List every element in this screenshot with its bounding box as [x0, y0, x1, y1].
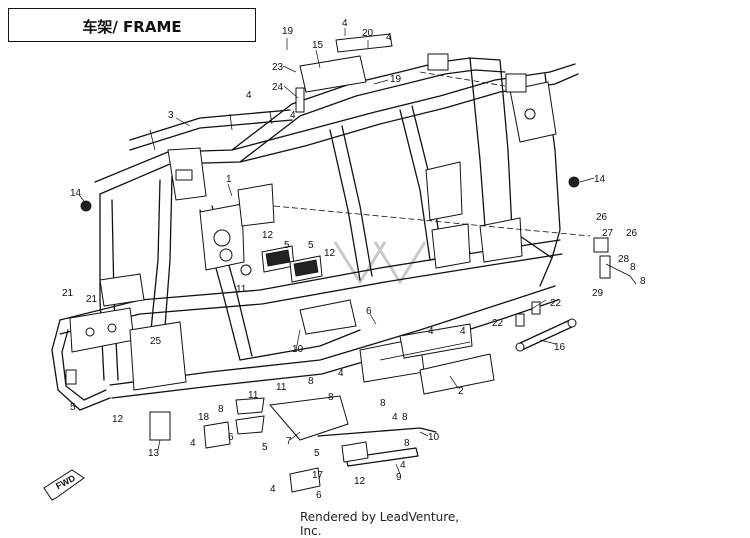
callout: 24	[272, 82, 284, 93]
callout: 11	[236, 284, 247, 295]
callout: 22	[492, 318, 504, 329]
lower-brackets	[299, 299, 495, 395]
callout: 6	[316, 490, 322, 501]
callout: 9	[396, 472, 402, 483]
callout: 4	[392, 412, 398, 423]
callout: 8	[218, 404, 224, 415]
callout: 12	[262, 230, 274, 241]
callout: 27	[602, 228, 614, 239]
callout: 10	[292, 344, 304, 355]
callout: 3	[168, 110, 174, 121]
callout: 21	[62, 288, 74, 299]
callout: 18	[198, 412, 210, 423]
callout: 5	[262, 442, 268, 453]
callout: 16	[554, 342, 566, 353]
callout: 8	[630, 262, 636, 273]
callout: 4	[290, 110, 296, 121]
callout: 14	[70, 188, 82, 199]
callout: 12	[324, 248, 336, 259]
callout: 7	[286, 436, 292, 447]
callout: 8	[404, 438, 410, 449]
callout: 19	[282, 26, 294, 37]
callout: 22	[550, 298, 562, 309]
diagram-title: 车架/ FRAME	[82, 18, 182, 36]
leader-lines	[79, 28, 595, 475]
callout: 11	[248, 390, 259, 401]
callout: 6	[366, 306, 372, 317]
callout: 17	[312, 470, 324, 481]
callout: 15	[312, 40, 324, 51]
callout: 5	[284, 240, 290, 251]
callout: 1	[226, 174, 232, 185]
callout: 13	[148, 448, 160, 459]
callout: 10	[428, 432, 440, 443]
callout-numbers: 19 4 20 15 4 23 19 24 3 4 4 1 14 14 26 2…	[62, 18, 646, 501]
callout: 23	[272, 62, 284, 73]
callout: 8	[640, 276, 646, 287]
lower-mounting-parts	[149, 395, 437, 493]
callout: 8	[308, 376, 314, 387]
callout: 26	[626, 228, 638, 239]
render-credit: Rendered by LeadVenture, Inc.	[300, 510, 460, 538]
title-box: 车架/ FRAME	[8, 8, 256, 42]
engine-mounts	[240, 245, 323, 283]
callout: 5	[308, 240, 314, 251]
watermark-logo	[333, 241, 427, 285]
callout: 11	[276, 382, 287, 393]
callout: 8	[402, 412, 408, 423]
callout: 21	[86, 294, 98, 305]
callout: 4	[246, 90, 252, 101]
callout: 26	[596, 212, 608, 223]
callout: 4	[460, 326, 466, 337]
callout: 4	[270, 484, 276, 495]
callout: 14	[594, 174, 606, 185]
callout: 12	[112, 414, 124, 425]
callout: 4	[190, 438, 196, 449]
top-brackets	[295, 33, 527, 113]
right-side-parts	[80, 176, 637, 352]
callout: 12	[354, 476, 366, 487]
callout: 19	[390, 74, 402, 85]
frame-plates	[65, 81, 557, 391]
callout: 2	[458, 386, 464, 397]
callout: 4	[338, 368, 344, 379]
callout: 8	[380, 398, 386, 409]
fwd-direction-badge: FWD	[43, 469, 85, 501]
callout: 29	[592, 288, 604, 299]
reference-lines	[273, 71, 591, 237]
callout: 4	[386, 32, 392, 43]
callout: 8	[328, 392, 334, 403]
rear-rack-bracket	[129, 109, 293, 151]
callout: 5	[70, 402, 76, 413]
callout: 4	[342, 18, 348, 29]
callout: 28	[618, 254, 630, 265]
callout: 20	[362, 28, 374, 39]
callout: 4	[400, 460, 406, 471]
callout: 6	[228, 432, 234, 443]
callout: 5	[314, 448, 320, 459]
callout: 4	[428, 326, 434, 337]
callout: 25	[150, 336, 162, 347]
